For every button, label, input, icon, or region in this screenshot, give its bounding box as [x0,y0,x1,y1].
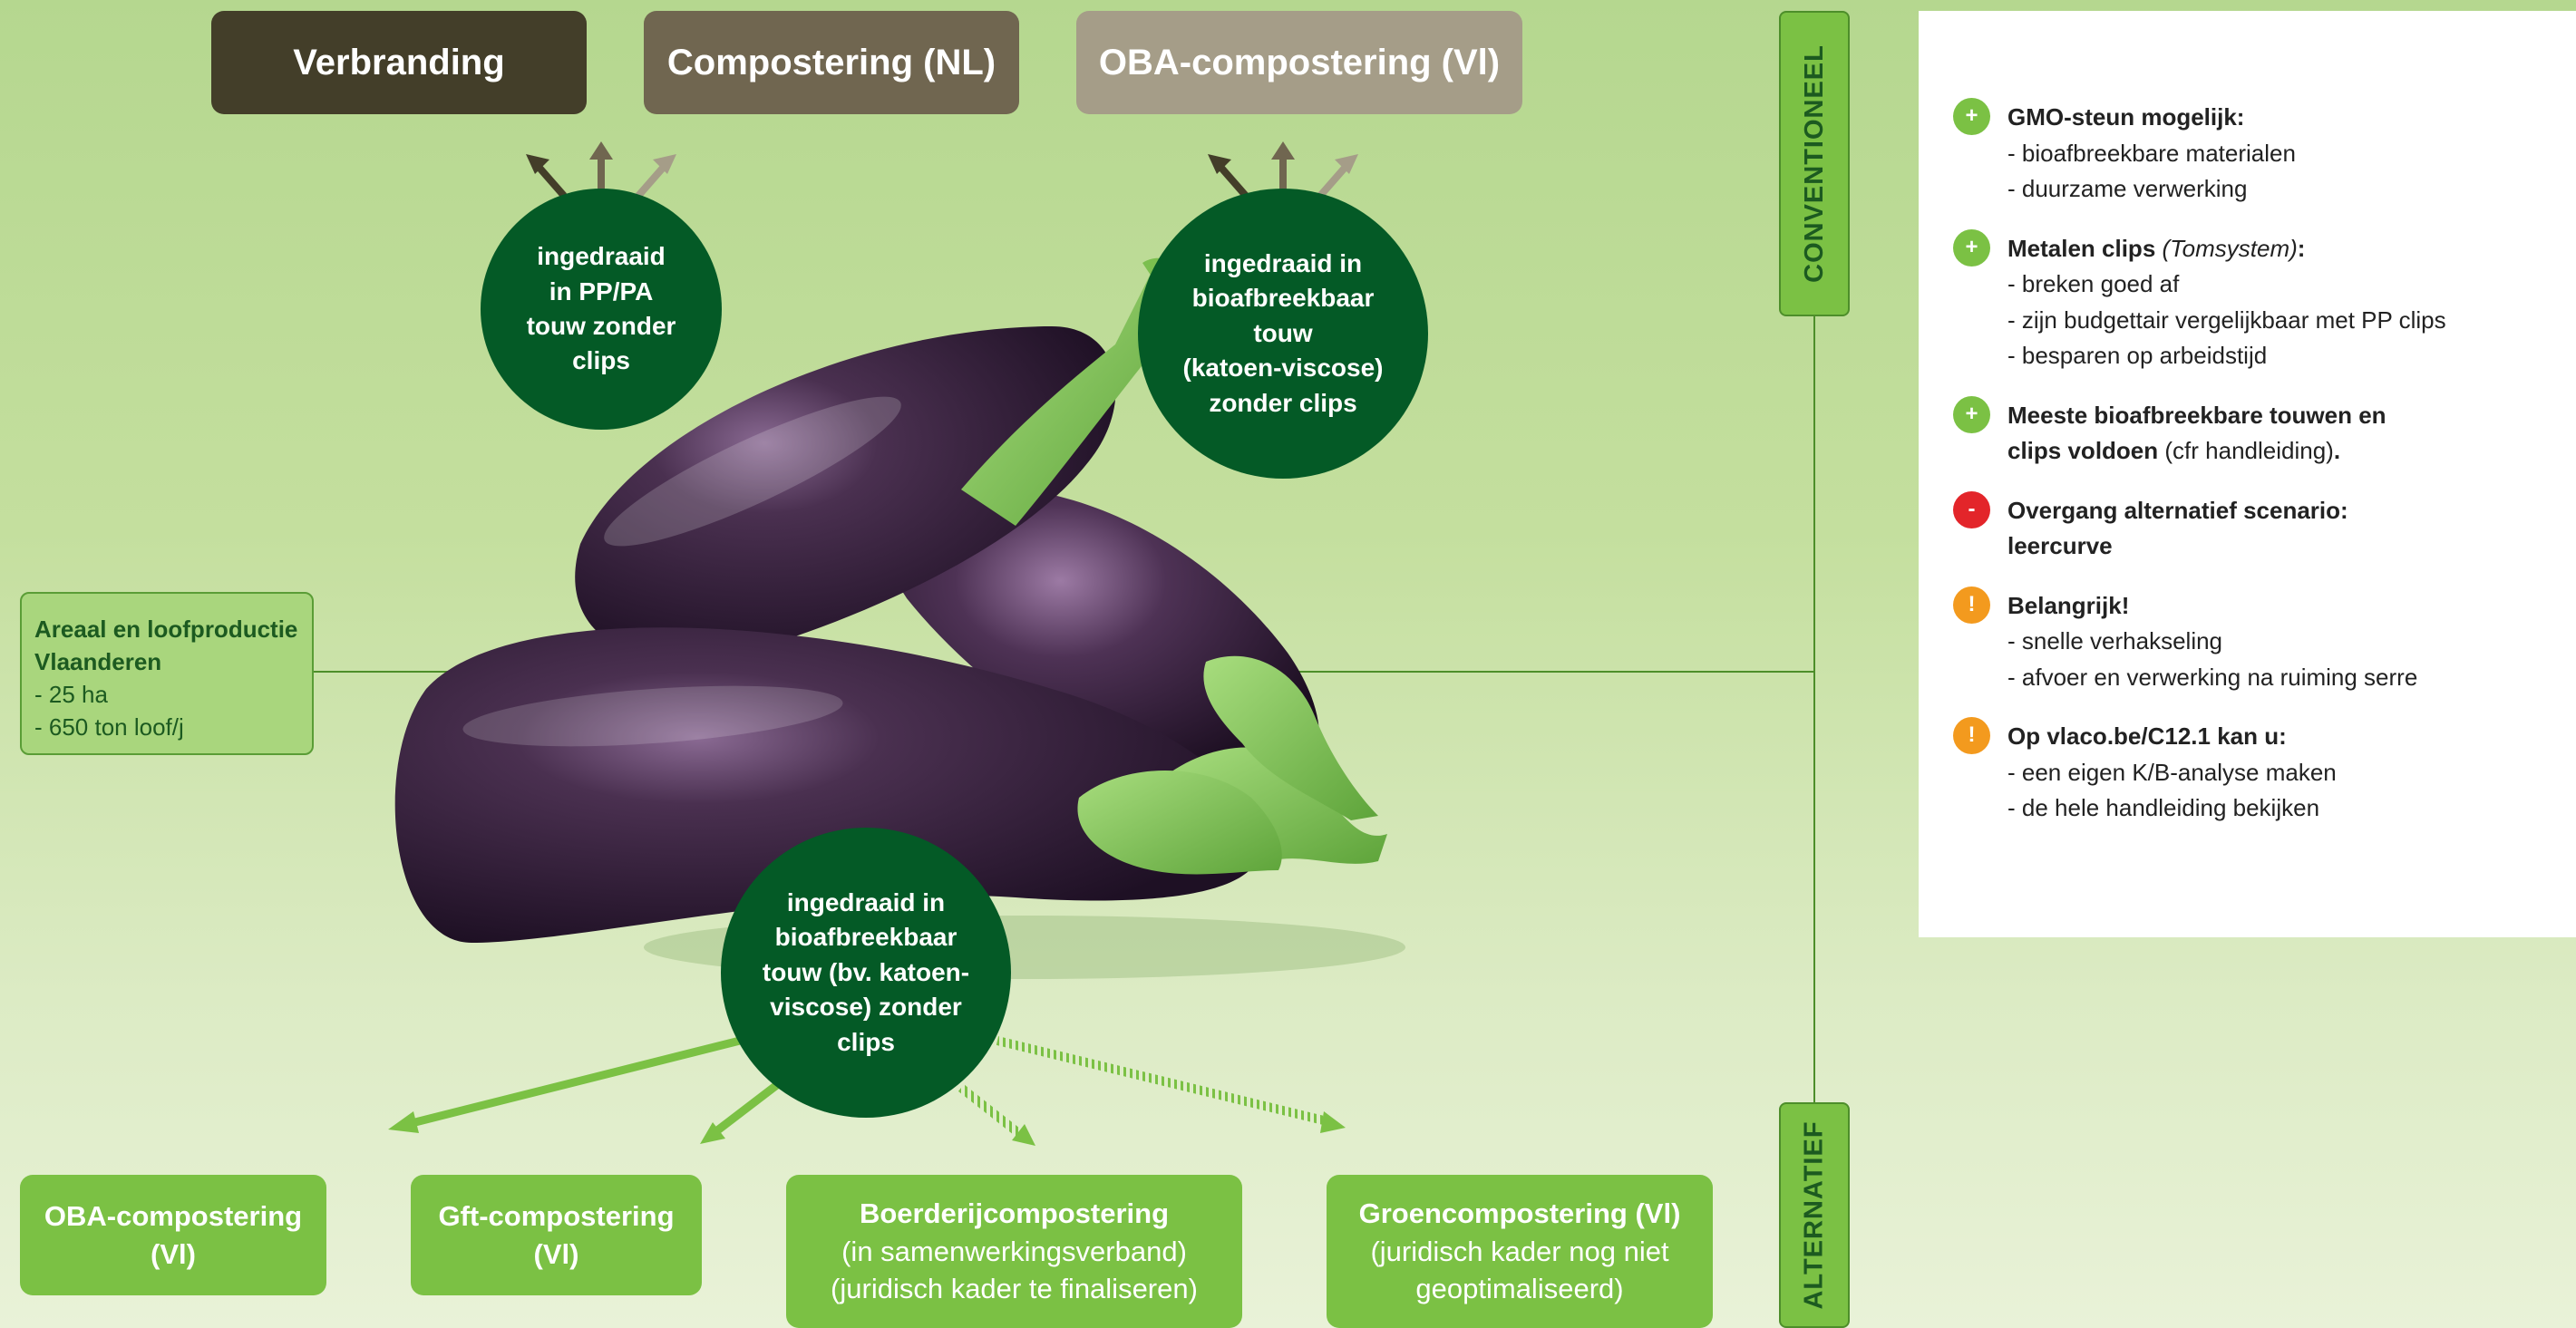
panel-item-title: GMO-steun mogelijk: [2007,103,2245,131]
title-bold: clips voldoen [2007,437,2159,465]
title-italic: (Tomsystem) [2162,234,2298,262]
panel-item-title-2: clips voldoen (cfr handleiding). [2007,433,2540,470]
target-gft-compostering: Gft-compostering (Vl) [411,1175,702,1295]
eggplant-illustration [394,257,1405,979]
arrows-left-circle [526,141,676,199]
panel-item-title: Metalen clips (Tomsystem): [2007,231,2540,267]
plus-icon: + [1953,228,1990,267]
panel-item-title-2: leercurve [2007,532,2113,560]
target-oba-compostering: OBA-compostering (Vl) [20,1175,326,1295]
title-rest: (cfr handleiding) [2158,437,2334,465]
panel-item-line: - duurzame verwerking [2007,175,2248,203]
panel-item-belangrijk: ! Belangrijk! - snelle verhakseling - af… [1953,586,2540,696]
panel-item-line: - bioafbreekbare materialen [2007,139,2296,167]
warning-icon: ! [1953,586,1990,624]
target-boerderij-title: Boerderijcompostering [859,1197,1170,1229]
target-oba-compostering-vl: OBA-compostering (Vl) [1076,11,1522,114]
plus-icon: + [1953,395,1990,433]
areaal-info-box: Areaal en loofproductie Vlaanderen - 25 … [20,592,314,755]
panel-item-title: Op vlaco.be/C12.1 kan u: [2007,722,2287,751]
target-verbranding: Verbranding [211,11,587,114]
scenario-conventional-bio: ingedraaid in bioafbreekbaar touw (katoe… [1138,189,1428,479]
panel-item-line: - zijn budgettair vergelijkbaar met PP c… [2007,305,2446,334]
warning-icon: ! [1953,717,1990,755]
panel-item-gmo: + GMO-steun mogelijk: - bioafbreekbare m… [1953,98,2540,208]
panel-item-bioafbreekbaar: + Meeste bioafbreekbare touwen en clips … [1953,395,2540,470]
title-end: : [2297,234,2306,262]
panel-item-metalen-clips: + Metalen clips (Tomsystem): - breken go… [1953,228,2540,374]
target-groen-title: Groencompostering (Vl) [1358,1197,1681,1229]
panel-item-overgang: - Overgang alternatief scenario: leercur… [1953,490,2540,565]
target-verbranding-label: Verbranding [293,42,505,82]
arrows-right-circle [1208,141,1358,199]
info-panel: + GMO-steun mogelijk: - bioafbreekbare m… [1919,11,2576,937]
panel-item-vlaco: ! Op vlaco.be/C12.1 kan u: - een eigen K… [1953,717,2540,827]
target-oba-title: OBA-compostering [44,1199,303,1232]
panel-item-title: Meeste bioafbreekbare touwen en [2007,401,2386,429]
panel-item-line: - een eigen K/B-analyse maken [2007,758,2337,786]
title-end: . [2333,437,2341,465]
target-boerderij-sub1: (in samenwerkingsverband) [841,1235,1187,1267]
label-conventioneel: CONVENTIONEEL [1779,11,1850,316]
label-alternatief: ALTERNATIEF [1779,1102,1850,1328]
target-compostering-nl: Compostering (NL) [644,11,1019,114]
target-boerderij-sub2: (juridisch kader te finaliseren) [831,1273,1198,1305]
target-groen-sub2: geoptimaliseerd) [1415,1273,1624,1305]
panel-item-line: - de hele handleiding bekijken [2007,794,2320,822]
panel-item-line: - breken goed af [2007,270,2180,298]
panel-item-line: - afvoer en verwerking na ruiming serre [2007,663,2418,691]
target-groencompostering: Groencompostering (Vl) (juridisch kader … [1327,1175,1713,1328]
scenario-alternative: ingedraaid in bioafbreekbaar touw (bv. k… [721,828,1011,1118]
target-oba-sub: (Vl) [151,1237,196,1270]
target-boerderijcompostering: Boerderijcompostering (in samenwerkingsv… [786,1175,1242,1328]
target-groen-sub1: (juridisch kader nog niet [1370,1235,1669,1267]
target-gft-title: Gft-compostering [438,1199,675,1232]
target-oba-compostering-vl-label: OBA-compostering (Vl) [1098,42,1501,82]
target-gft-sub: (Vl) [533,1237,579,1270]
target-compostering-nl-label: Compostering (NL) [666,42,996,82]
arrows-alternative [388,1036,1346,1146]
areaal-item: - 25 ha [34,680,108,708]
minus-icon: - [1953,490,1990,528]
areaal-item: - 650 ton loof/j [34,712,184,741]
scenario-conventional-pp: ingedraaid in PP/PA touw zonder clips [481,189,722,430]
panel-item-title: Belangrijk! [2007,591,2130,619]
plus-icon: + [1953,98,1990,135]
areaal-title-1: Areaal en loofproductie [34,616,298,643]
areaal-title-2: Vlaanderen [34,647,162,675]
title-bold: Metalen clips [2007,234,2163,262]
panel-item-title: Overgang alternatief scenario: [2007,496,2348,524]
panel-item-line: - snelle verhakseling [2007,627,2223,655]
panel-item-line: - besparen op arbeidstijd [2007,342,2268,370]
